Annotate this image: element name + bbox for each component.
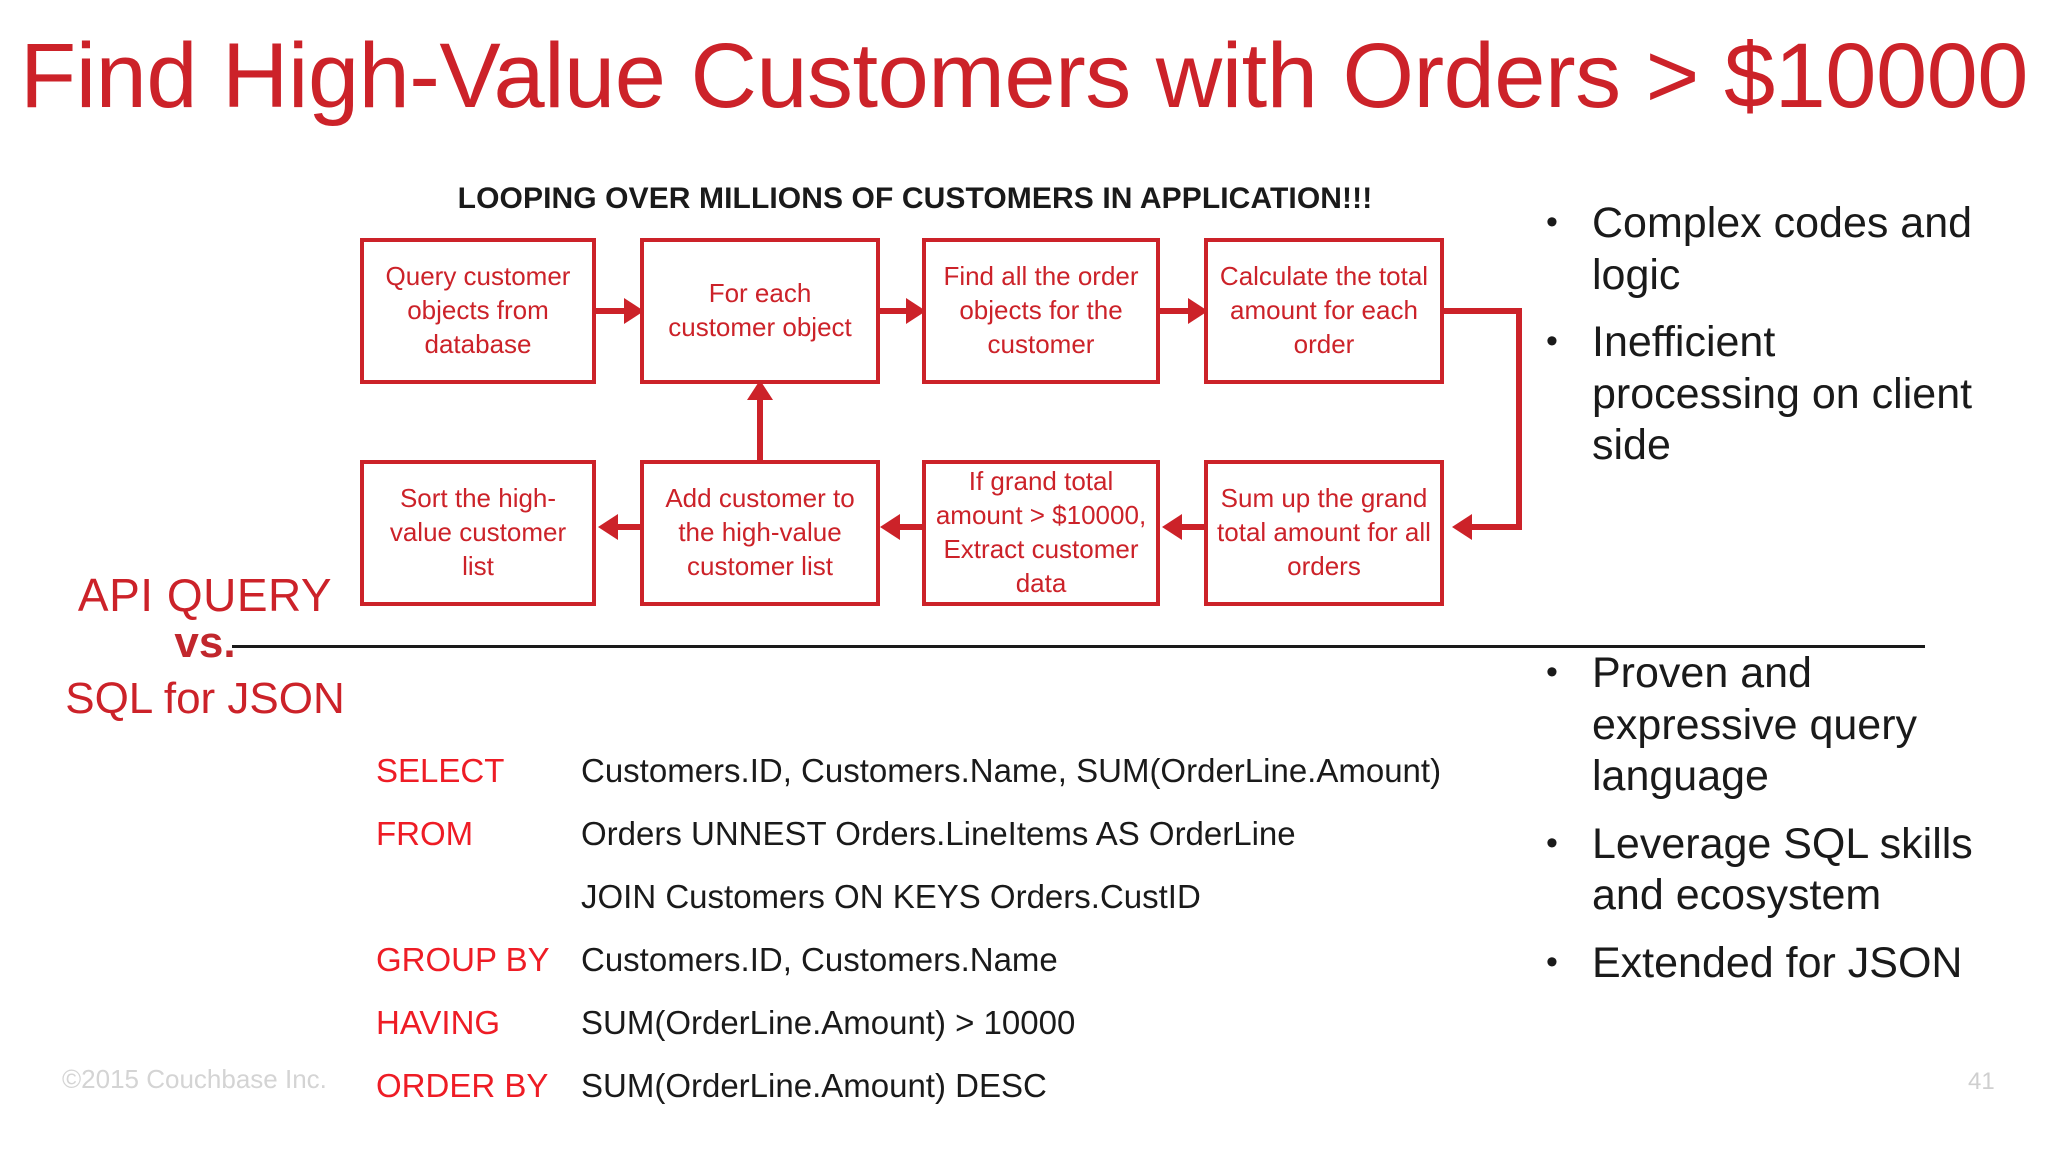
arrow-head-box3-to-box4 <box>1188 298 1208 324</box>
flow-box-label: If grand total amount > $10000, Extract … <box>935 466 1147 598</box>
sql-keyword: GROUP BY <box>376 941 550 978</box>
sql-row: ORDER BY SUM(OrderLine.Amount) DESC <box>376 1067 1476 1130</box>
copyright-notice: ©2015 Couchbase Inc. <box>62 1064 327 1094</box>
flow-box-sort-high-value-list: Sort the high-value customer list <box>360 460 596 606</box>
sql-expression: SUM(OrderLine.Amount) > 10000 <box>581 1004 1076 1041</box>
sql-keyword: ORDER BY <box>376 1067 549 1104</box>
flow-box-query-customer-objects: Query customer objects from database <box>360 238 596 384</box>
bullet-marker-icon: • <box>1546 203 1558 241</box>
bullet-text: Inefficient processing on client side <box>1592 318 1973 470</box>
arrow-head-box6-to-box5 <box>598 514 618 540</box>
comparison-label-line3: SQL for JSON <box>65 673 345 723</box>
wrap-connector-horizontal-top <box>1444 308 1522 314</box>
list-item: • Extended for JSON <box>1542 938 1982 990</box>
sql-row: SELECT Customers.ID, Customers.Name, SUM… <box>376 752 1476 815</box>
flow-box-label: Calculate the total amount for each orde… <box>1219 261 1429 359</box>
flow-box-label: Sum up the grand total amount for all or… <box>1217 483 1431 581</box>
flow-box-label: Query customer objects from database <box>385 261 571 359</box>
arrow-head-box7-to-box6 <box>880 514 900 540</box>
sql-expression: Customers.ID, Customers.Name <box>581 941 1058 978</box>
sql-expression: Orders UNNEST Orders.LineItems AS OrderL… <box>581 815 1296 852</box>
list-item: • Complex codes and logic <box>1542 198 1982 301</box>
arrow-head-wrap-into-sum-box <box>1452 514 1472 540</box>
bullet-text: Leverage SQL skills and ecosystem <box>1592 819 1973 920</box>
sql-expression: Customers.ID, Customers.Name, SUM(OrderL… <box>581 752 1442 789</box>
flow-box-for-each-customer-object: For each customer object <box>640 238 880 384</box>
list-item: • Inefficient processing on client side <box>1542 317 1982 472</box>
list-item: • Leverage SQL skills and ecosystem <box>1542 819 1982 922</box>
arrow-head-box1-to-box2 <box>624 298 644 324</box>
arrow-head-box2-to-box3 <box>906 298 926 324</box>
bullet-marker-icon: • <box>1546 653 1558 691</box>
arrow-head-box8-to-box7 <box>1162 514 1182 540</box>
arrow-head-loopback-into-for-each <box>747 380 773 400</box>
flow-box-calculate-total-per-order: Calculate the total amount for each orde… <box>1204 238 1444 384</box>
bullet-list-drawbacks: • Complex codes and logic • Inefficient … <box>1542 198 1982 488</box>
arrow-shaft-box1-to-box2 <box>596 308 626 314</box>
flow-box-label: Add customer to the high-value customer … <box>665 483 855 581</box>
sql-row: JOIN Customers ON KEYS Orders.CustID <box>376 878 1476 941</box>
bullet-text: Proven and expressive query language <box>1592 649 1918 801</box>
flow-box-label: Sort the high-value customer list <box>389 483 567 581</box>
sql-keyword: FROM <box>376 815 474 852</box>
sql-query-block: SELECT Customers.ID, Customers.Name, SUM… <box>376 752 1476 1130</box>
sql-keyword: HAVING <box>376 1004 501 1041</box>
sql-row: GROUP BY Customers.ID, Customers.Name <box>376 941 1476 1004</box>
comparison-label-line1: API QUERY <box>77 569 333 621</box>
list-item: • Proven and expressive query language <box>1542 648 1982 803</box>
flow-box-add-customer-to-list: Add customer to the high-value customer … <box>640 460 880 606</box>
bullet-list-benefits: • Proven and expressive query language •… <box>1542 648 1982 1006</box>
bullet-marker-icon: • <box>1546 322 1558 361</box>
sql-keyword: SELECT <box>376 752 505 789</box>
flowchart-heading: LOOPING OVER MILLIONS OF CUSTOMERS IN AP… <box>457 182 1373 215</box>
sql-row: HAVING SUM(OrderLine.Amount) > 10000 <box>376 1004 1476 1067</box>
bullet-marker-icon: • <box>1546 942 1558 981</box>
bullet-text: Complex codes and logic <box>1592 199 1973 299</box>
comparison-label-line2: vs. <box>174 618 236 667</box>
wrap-connector-horizontal-bottom <box>1472 524 1522 530</box>
flow-box-sum-grand-total: Sum up the grand total amount for all or… <box>1204 460 1444 606</box>
arrow-shaft-box2-to-box3 <box>880 308 908 314</box>
flow-box-if-grand-total-extract: If grand total amount > $10000, Extract … <box>922 460 1160 606</box>
loopback-connector-vertical <box>757 398 763 460</box>
bullet-text: Extended for JSON <box>1592 938 1963 987</box>
page-title: Find High-Value Customers with Orders > … <box>20 25 2028 127</box>
flow-box-label: Find all the order objects for the custo… <box>943 261 1139 359</box>
bullet-marker-icon: • <box>1546 823 1558 862</box>
section-divider <box>232 645 1925 648</box>
sql-expression: JOIN Customers ON KEYS Orders.CustID <box>581 878 1201 915</box>
arrow-shaft-box6-to-box5 <box>618 524 640 530</box>
sql-row: FROM Orders UNNEST Orders.LineItems AS O… <box>376 815 1476 878</box>
flow-box-find-order-objects: Find all the order objects for the custo… <box>922 238 1160 384</box>
sql-expression: SUM(OrderLine.Amount) DESC <box>581 1067 1047 1104</box>
page-number: 41 <box>1968 1068 1995 1095</box>
wrap-connector-vertical <box>1516 308 1522 530</box>
flow-box-label: For each customer object <box>668 278 852 342</box>
arrow-shaft-box8-to-box7 <box>1182 524 1206 530</box>
arrow-shaft-box3-to-box4 <box>1160 308 1190 314</box>
arrow-shaft-box7-to-box6 <box>900 524 924 530</box>
comparison-label: API QUERY vs. SQL for JSON <box>55 572 355 728</box>
